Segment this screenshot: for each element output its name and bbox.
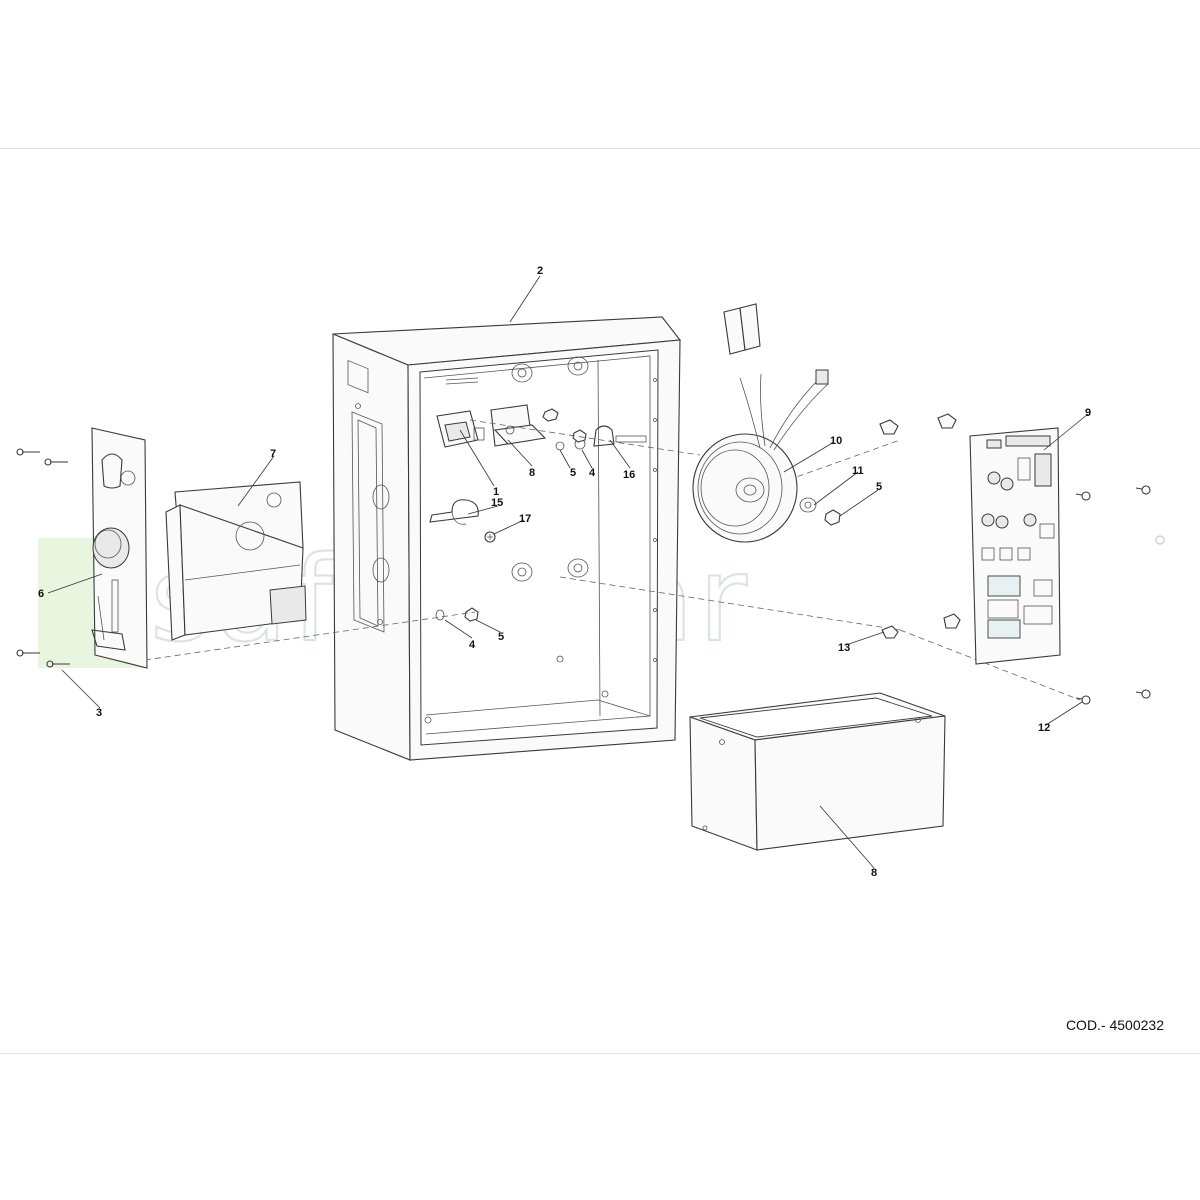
wire-connectors: [723, 303, 829, 385]
callout-4: 4: [589, 467, 596, 479]
cabinet-housing: [332, 316, 682, 761]
callout-4-lower: 4: [469, 639, 476, 651]
drawing-frame: [0, 148, 1200, 1054]
nut-part-5-right: [824, 509, 841, 526]
callout-7: 7: [270, 448, 276, 460]
callout-5-right: 5: [876, 481, 882, 493]
callout-3: 3: [96, 707, 102, 719]
callout-17: 17: [519, 513, 531, 525]
callout-1: 1: [493, 486, 499, 498]
callout-15: 15: [491, 497, 503, 509]
callout-11: 10: [830, 435, 842, 447]
cash-box-drawer-part-8: [689, 692, 946, 851]
callout-12: 11: [852, 465, 864, 477]
callout-14: 13: [838, 642, 850, 654]
callout-10: 8: [529, 467, 535, 479]
cable-clamp-part-15: [429, 499, 479, 525]
callout-5-lower: 5: [498, 631, 504, 643]
leader-lines: [47, 275, 1089, 869]
pcb-standoffs-part-14: [879, 413, 961, 639]
callout-2: 2: [537, 265, 543, 277]
nut-washers-center: [542, 408, 587, 451]
callout-8: 8: [871, 867, 877, 879]
control-pcb-part-9: [969, 427, 1061, 665]
callout-16: 16: [623, 469, 635, 481]
washer-part-12: [799, 497, 817, 513]
coin-mech-front-plate-part-6: [91, 427, 148, 669]
pcb-screws-part-13: [1075, 485, 1151, 705]
callout-6: 6: [38, 588, 44, 600]
counter-relay-part-1: [436, 410, 485, 448]
callout-labels: 2 1 8 5 4 16 15 17 4 5 7 6 3 10 11 5 9 1…: [38, 265, 1091, 879]
toroidal-transformer-part-11: [692, 373, 829, 543]
nut-washer-lower: [435, 607, 479, 622]
screw-part-17: [484, 531, 496, 543]
coin-acceptor-body-part-7: [165, 481, 307, 641]
callout-9: 9: [1085, 407, 1091, 419]
callout-13: 12: [1038, 722, 1050, 734]
callout-5: 5: [570, 467, 576, 479]
document-code: COD.- 4500232: [1065, 1017, 1164, 1033]
screws-part-3: [16, 448, 70, 668]
